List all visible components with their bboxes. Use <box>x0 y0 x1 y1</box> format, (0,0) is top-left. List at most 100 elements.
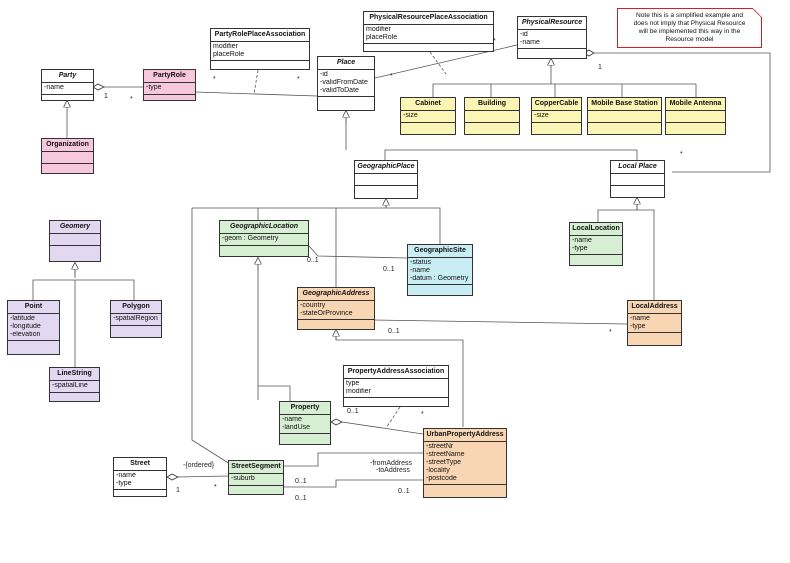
class-geographic-location[interactable]: GeographicLocation -geom : Geometry <box>219 220 309 257</box>
multiplicity-label: 1 <box>598 64 602 71</box>
geoaddress-localaddress-association <box>372 319 628 325</box>
class-attribute: -name <box>282 416 302 423</box>
property-urbanaddress-association <box>341 421 424 435</box>
class-attribute: type <box>346 380 360 387</box>
class-mobile-antenna[interactable]: Mobile Antenna <box>665 97 726 135</box>
class-title: Local Place <box>611 161 664 174</box>
class-title: GeographicAddress <box>298 288 374 301</box>
class-title: Organization <box>42 139 93 152</box>
class-organization[interactable]: Organization <box>41 138 94 174</box>
class-attribute: -locality <box>426 467 450 474</box>
class-title: CopperCable <box>532 98 581 111</box>
class-local-location[interactable]: LocalLocation -name -type <box>569 222 623 266</box>
class-title: Property <box>280 402 330 415</box>
multiplicity-label: * <box>493 38 496 45</box>
note-line-1: Note this is a simplified example and <box>635 12 744 19</box>
class-local-address[interactable]: LocalAddress -name -type <box>627 300 682 346</box>
multiplicity-label: 0..1 <box>383 266 395 273</box>
class-attribute: -stateOrProvince <box>300 310 353 317</box>
class-attribute: -size <box>534 112 549 119</box>
class-street[interactable]: Street -name -type <box>113 457 167 497</box>
class-cabinet[interactable]: Cabinet -size <box>400 97 456 135</box>
physres-subclass-tree <box>432 58 697 97</box>
class-attribute: -type <box>146 84 162 91</box>
class-street-segment[interactable]: StreetSegment -suburb <box>228 460 284 495</box>
class-title: Street <box>114 458 166 471</box>
street-segment-aggregation <box>177 475 229 478</box>
class-attribute: -streetType <box>426 459 462 466</box>
class-physical-resource[interactable]: PhysicalResource -id -name <box>517 16 587 59</box>
class-geographic-site[interactable]: GeographicSite -status -name -datum : Ge… <box>407 244 473 296</box>
class-attribute: -spatialLine <box>52 382 88 389</box>
constraint-label: -{ordered} <box>183 462 215 469</box>
class-attribute: -id <box>520 31 528 38</box>
class-title: LineString <box>50 368 99 381</box>
multiplicity-label: * <box>680 151 683 158</box>
class-local-place[interactable]: Local Place <box>610 160 665 198</box>
class-attribute: modifier <box>213 43 238 50</box>
class-geographic-address[interactable]: GeographicAddress -country -stateOrProvi… <box>297 287 375 330</box>
class-attribute: -id <box>320 71 328 78</box>
multiplicity-label: * <box>609 329 612 336</box>
class-title: PhysicalResourcePlaceAssociation <box>364 12 493 25</box>
class-title: PhysicalResource <box>518 17 586 30</box>
note-fold-corner <box>753 8 762 17</box>
class-title: GeographicSite <box>408 245 472 258</box>
note-line-4: Resource model <box>665 36 714 43</box>
class-copper-cable[interactable]: CopperCable -size <box>531 97 582 135</box>
role-label: -toAddress <box>376 467 410 474</box>
class-title: Party <box>42 70 93 83</box>
geolocation-geosite-association <box>308 245 408 259</box>
class-attribute: -validFromDate <box>320 79 368 86</box>
class-title: PartyRolePlaceAssociation <box>211 29 309 42</box>
class-party-role[interactable]: PartyRole -type <box>143 69 196 101</box>
class-title: PartyRole <box>144 70 195 83</box>
class-property[interactable]: Property -name -landUse <box>279 401 331 445</box>
class-building[interactable]: Building <box>464 97 520 135</box>
class-party-role-place-association[interactable]: PartyRolePlaceAssociation modifier place… <box>210 28 310 70</box>
partyrole-place-assoc-class-link <box>253 69 259 95</box>
class-attribute: -latitude <box>10 315 35 322</box>
class-attribute: -country <box>300 302 326 309</box>
class-mobile-base-station[interactable]: Mobile Base Station <box>587 97 662 135</box>
class-attribute: -size <box>403 112 418 119</box>
class-property-address-association[interactable]: PropertyAddressAssociation type modifier <box>343 365 449 407</box>
class-party[interactable]: Party -name <box>41 69 94 101</box>
class-title: PropertyAddressAssociation <box>344 366 448 379</box>
geolocation-subclass-tree <box>257 257 291 401</box>
class-urban-property-address[interactable]: UrbanPropertyAddress -streetNr -streetNa… <box>423 428 507 498</box>
multiplicity-label: * <box>421 411 424 418</box>
class-title: Building <box>465 98 519 111</box>
class-title: Mobile Base Station <box>588 98 661 111</box>
class-title: Geomery <box>50 221 100 234</box>
partyrole-place-association <box>194 91 318 97</box>
note-line-2: does not imply that Physical Resource <box>633 20 746 27</box>
class-geometry[interactable]: Geomery <box>49 220 101 262</box>
class-title: StreetSegment <box>229 461 283 474</box>
class-title: LocalLocation <box>570 223 622 236</box>
property-aggregation-diamond <box>330 418 343 426</box>
multiplicity-label: 0..1 <box>307 257 319 264</box>
class-line-string[interactable]: LineString -spatialLine <box>49 367 100 402</box>
multiplicity-label: 0..1 <box>398 488 410 495</box>
class-attribute: -suburb <box>231 475 255 482</box>
multiplicity-label: * <box>214 484 217 491</box>
class-point[interactable]: Point -latitude -longitude -elevation <box>7 300 60 355</box>
class-attribute: modifier <box>346 388 371 395</box>
class-polygon[interactable]: Polygon -spatialRegion <box>110 300 162 338</box>
class-title: Point <box>8 301 59 314</box>
class-attribute: -elevation <box>10 331 41 338</box>
class-title: Place <box>318 57 374 70</box>
class-attribute: -streetNr <box>426 443 454 450</box>
class-attribute: -name <box>572 237 592 244</box>
class-title: UrbanPropertyAddress <box>424 429 506 442</box>
class-place[interactable]: Place -id -validFromDate -validToDate <box>317 56 375 111</box>
class-attribute: -spatialRegion <box>113 315 158 322</box>
class-physical-resource-place-association[interactable]: PhysicalResourcePlaceAssociation modifie… <box>363 11 494 52</box>
class-geographic-place[interactable]: GeographicPlace <box>354 160 418 199</box>
multiplicity-label: * <box>213 76 216 83</box>
class-attribute: -streetName <box>426 451 465 458</box>
physres-place-assoc-class-link <box>429 51 447 75</box>
class-attribute: -name <box>116 472 136 479</box>
